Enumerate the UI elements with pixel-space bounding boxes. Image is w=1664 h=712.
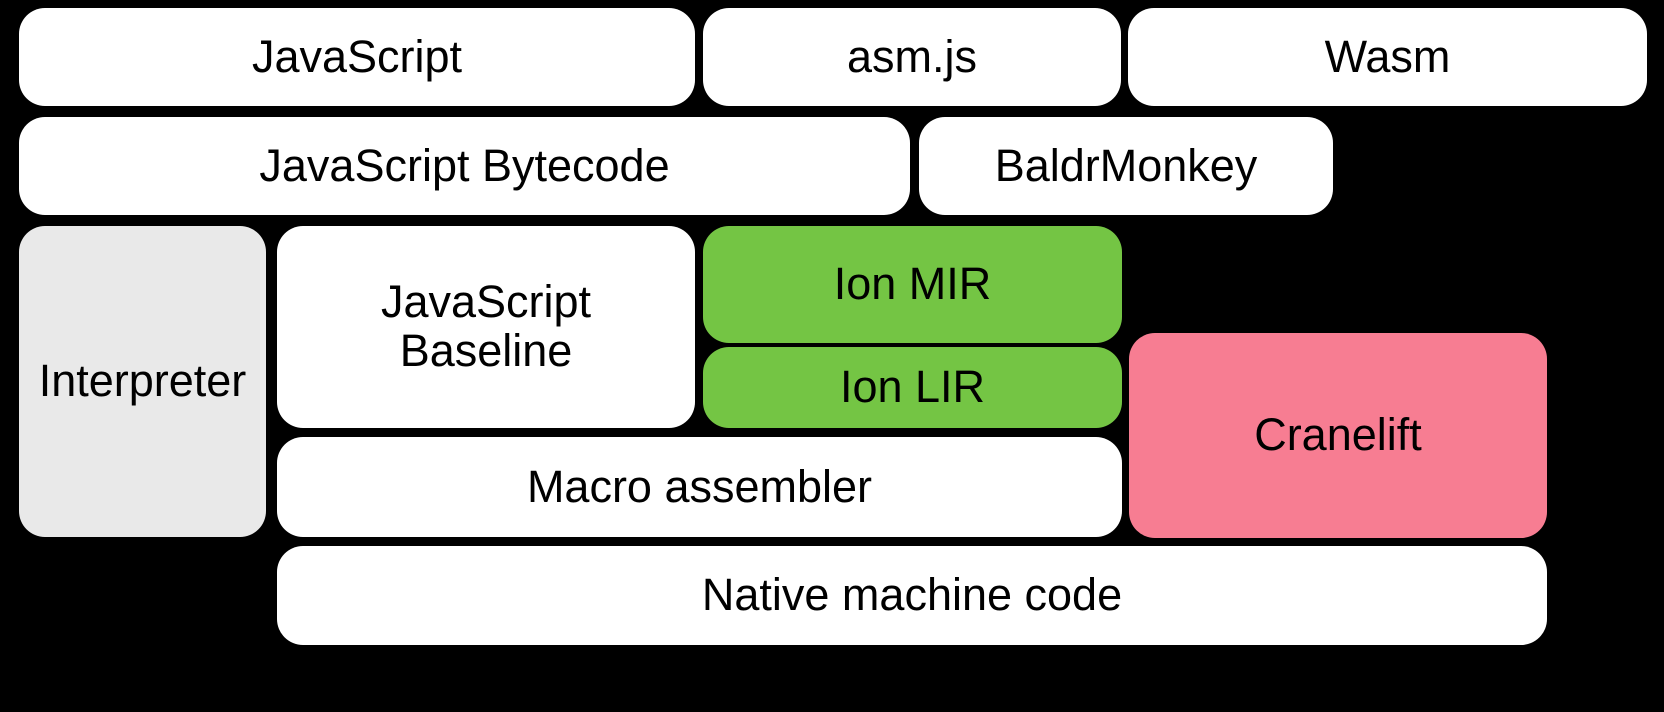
node-interpreter: Interpreter — [19, 226, 266, 537]
node-label-baldrmonkey: BaldrMonkey — [994, 139, 1258, 191]
node-cranelift: Cranelift — [1129, 333, 1547, 538]
node-label-javascript-baseline: JavaScript Baseline — [380, 276, 592, 376]
node-javascript-bytecode: JavaScript Bytecode — [19, 117, 910, 215]
node-label-ion-lir: Ion LIR — [839, 361, 986, 413]
node-label-javascript: JavaScript — [251, 30, 463, 82]
node-label-asmjs: asm.js — [846, 30, 977, 82]
node-native-machine-code: Native machine code — [277, 546, 1547, 645]
node-label-javascript-bytecode: JavaScript Bytecode — [259, 139, 670, 191]
node-ion-lir: Ion LIR — [703, 347, 1122, 428]
node-label-native-machine-code: Native machine code — [701, 569, 1123, 621]
node-asmjs: asm.js — [703, 8, 1121, 106]
node-baldrmonkey: BaldrMonkey — [919, 117, 1333, 215]
node-label-cranelift: Cranelift — [1254, 409, 1422, 461]
node-label-interpreter: Interpreter — [38, 355, 247, 407]
node-macro-assembler: Macro assembler — [277, 437, 1122, 537]
node-label-ion-mir: Ion MIR — [833, 258, 992, 310]
node-javascript: JavaScript — [19, 8, 695, 106]
node-ion-mir: Ion MIR — [703, 226, 1122, 343]
node-label-wasm: Wasm — [1324, 30, 1451, 82]
node-javascript-baseline: JavaScript Baseline — [277, 226, 695, 428]
node-wasm: Wasm — [1128, 8, 1647, 106]
node-label-macro-assembler: Macro assembler — [526, 460, 873, 512]
